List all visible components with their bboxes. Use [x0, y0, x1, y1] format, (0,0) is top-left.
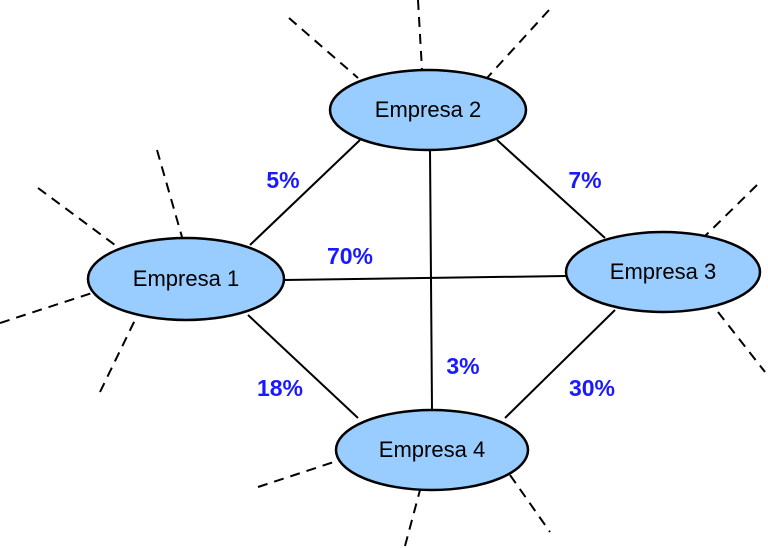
node-label: Empresa 1: [133, 266, 239, 291]
edge-label-e1-e4: 18%: [257, 375, 303, 401]
edge-label-e1-e2: 5%: [266, 167, 299, 193]
node-empresa-3: Empresa 3: [564, 230, 762, 314]
edge-label-e2-e4: 3%: [446, 353, 479, 379]
dashed-link: [37, 187, 116, 246]
edge-label-e2-e3: 7%: [568, 167, 601, 193]
edge-e1-e2: [249, 139, 361, 246]
edge-e2-e4: [429, 149, 433, 411]
dashed-link: [702, 184, 758, 239]
dashed-link: [717, 311, 766, 373]
dashed-link: [486, 9, 550, 79]
edge-labels: 5% 7% 70% 3% 18% 30%: [257, 167, 615, 401]
edge-e1-e4: [247, 314, 359, 419]
dashed-link: [99, 319, 136, 393]
node-empresa-1: Empresa 1: [86, 236, 286, 322]
edges: [247, 139, 616, 419]
edge-e2-e3: [496, 139, 606, 239]
dashed-link: [509, 474, 551, 533]
dashed-link: [0, 292, 93, 324]
edge-e1-e3: [283, 275, 567, 281]
dashed-link: [156, 149, 183, 238]
node-label: Empresa 3: [610, 259, 716, 284]
dashed-link: [257, 459, 341, 488]
node-label: Empresa 4: [379, 437, 485, 462]
edge-label-e3-e4: 30%: [569, 375, 615, 401]
edge-label-e1-e3: 70%: [327, 243, 373, 269]
node-empresa-4: Empresa 4: [334, 408, 530, 492]
node-label: Empresa 2: [375, 97, 481, 122]
dashed-link: [404, 489, 421, 547]
dashed-link: [417, 0, 423, 71]
node-empresa-2: Empresa 2: [328, 68, 528, 152]
edge-e3-e4: [504, 309, 616, 419]
dashed-link: [288, 17, 359, 79]
